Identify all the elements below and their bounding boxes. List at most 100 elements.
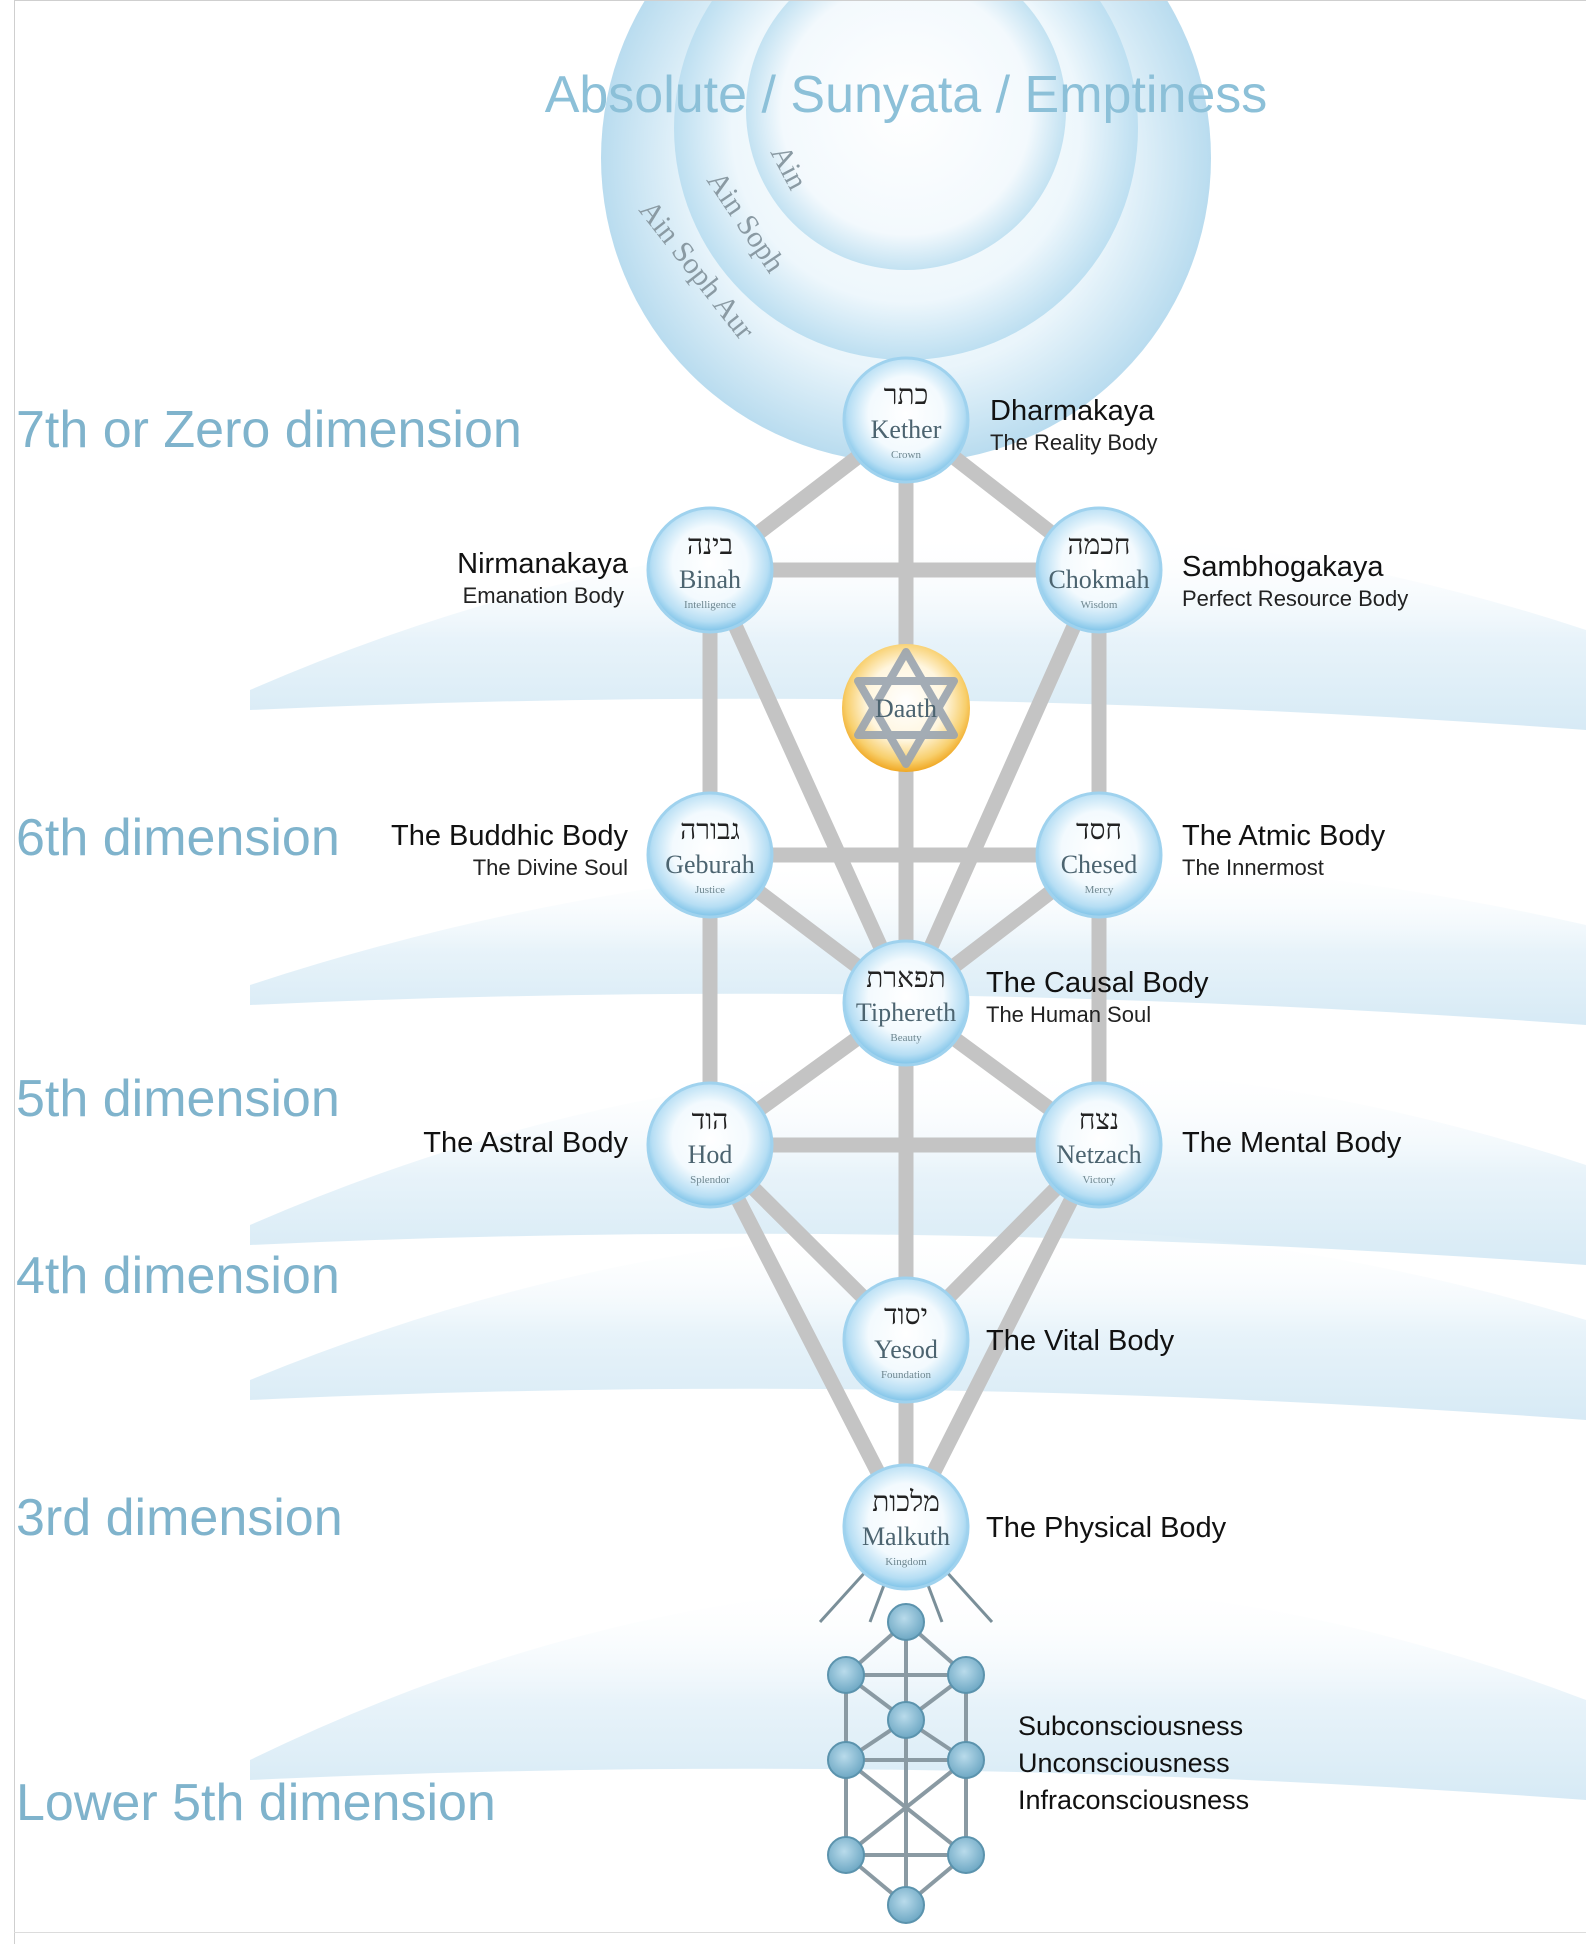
chesed-name: Chesed [1061, 850, 1138, 879]
dimension-label-3rd: 3rd dimension [16, 1489, 343, 1547]
sephiroth-paths [702, 412, 1107, 1535]
chokmah-body: Sambhogakaya [1182, 551, 1384, 583]
chokmah-name: Chokmah [1048, 565, 1149, 594]
chesed-body: The Atmic Body [1182, 820, 1386, 852]
tiphereth-meaning: Beauty [890, 1032, 922, 1044]
frame-left-border [14, 0, 15, 1944]
geburah-body-sub: The Divine Soul [473, 855, 628, 880]
geburah-meaning: Justice [695, 884, 725, 896]
chesed-meaning: Mercy [1085, 884, 1114, 896]
path-binah-tiphereth [702, 562, 914, 1011]
binah-hebrew: בינה [687, 528, 733, 561]
binah-body: Nirmanakaya [457, 548, 629, 580]
chokmah-hebrew: חכמה [1068, 528, 1131, 561]
sephira-daath: Daath [842, 644, 970, 772]
dimension-label-lower-5th: Lower 5th dimension [16, 1774, 496, 1832]
lower-node-7 [947, 1836, 985, 1874]
lower-level-infraconsciousness: Infraconsciousness [1018, 1785, 1249, 1815]
geburah-body: The Buddhic Body [391, 820, 628, 852]
yesod-body: The Vital Body [986, 1325, 1175, 1357]
malkuth-body: The Physical Body [986, 1512, 1227, 1544]
lower-level-unconsciousness: Unconsciousness [1018, 1748, 1230, 1778]
hod-sphere [646, 1081, 774, 1209]
daath-name: Daath [875, 694, 937, 723]
body-labels: Dharmakaya The Reality Body Nirmanakaya … [391, 395, 1408, 1544]
chokmah-sphere [1035, 506, 1163, 634]
malkuth-meaning: Kingdom [885, 1556, 927, 1568]
hod-body: The Astral Body [423, 1127, 628, 1159]
binah-meaning: Intelligence [684, 599, 736, 611]
lower-node-3 [887, 1701, 925, 1739]
lower-level-subconsciousness: Subconsciousness [1018, 1711, 1243, 1741]
geburah-sphere [646, 791, 774, 919]
lower-node-2 [947, 1656, 985, 1694]
yesod-meaning: Foundation [881, 1369, 932, 1381]
yesod-hebrew: יסוד [884, 1298, 928, 1331]
kether-hebrew: כתר [884, 378, 929, 411]
tiphereth-body-sub: The Human Soul [986, 1002, 1151, 1027]
netzach-meaning: Victory [1083, 1174, 1116, 1186]
daath-sphere [842, 644, 970, 772]
lower-node-6 [827, 1836, 865, 1874]
netzach-name: Netzach [1056, 1140, 1141, 1169]
binah-sphere [646, 506, 774, 634]
kether-meaning: Crown [891, 449, 921, 461]
malkuth-sphere [842, 1463, 970, 1591]
binah-name: Binah [679, 565, 741, 594]
path-hod-malkuth [702, 1137, 914, 1535]
yesod-name: Yesod [874, 1335, 938, 1364]
dimension-label-6th: 6th dimension [16, 809, 340, 867]
veil-ain-ring [746, 0, 1066, 270]
hod-meaning: Splendor [690, 1174, 730, 1186]
yesod-sphere [842, 1276, 970, 1404]
hod-name: Hod [688, 1140, 733, 1169]
netzach-hebrew: נצח [1079, 1103, 1119, 1136]
chesed-sphere [1035, 791, 1163, 919]
lower-levels: Subconsciousness Unconsciousness Infraco… [1018, 1711, 1249, 1815]
kether-name: Kether [871, 415, 942, 444]
path-chokmah-tiphereth [898, 562, 1107, 1011]
kether-body-sub: The Reality Body [990, 430, 1158, 455]
netzach-sphere [1035, 1081, 1163, 1209]
lower-node-8 [887, 1886, 925, 1924]
path-netzach-malkuth [898, 1137, 1107, 1535]
malkuth-hebrew: מלכות [872, 1485, 940, 1518]
title: Absolute / Sunyata / Emptiness [545, 66, 1268, 124]
chokmah-meaning: Wisdom [1081, 599, 1118, 611]
netzach-body: The Mental Body [1182, 1127, 1402, 1159]
geburah-name: Geburah [665, 850, 755, 879]
lower-node-5 [947, 1741, 985, 1779]
chesed-hebrew: חסד [1076, 813, 1122, 846]
frame-bottom-border [14, 1932, 1586, 1933]
chokmah-body-sub: Perfect Resource Body [1182, 586, 1408, 611]
veils-of-negative-existence [601, 0, 1211, 463]
dimension-label-4th: 4th dimension [16, 1247, 340, 1305]
dimension-band-4 [250, 1583, 1586, 1800]
binah-body-sub: Emanation Body [463, 583, 624, 608]
tiphereth-sphere [842, 939, 970, 1067]
dimension-band-2 [250, 1065, 1586, 1265]
kether-sphere [842, 356, 970, 484]
chesed-body-sub: The Innermost [1182, 855, 1324, 880]
dimension-label-7th: 7th or Zero dimension [16, 401, 522, 459]
star-of-david-icon [854, 648, 958, 768]
tiphereth-name: Tiphereth [856, 998, 956, 1027]
kether-body: Dharmakaya [990, 395, 1155, 427]
lower-node-4 [827, 1741, 865, 1779]
tiphereth-body: The Causal Body [986, 967, 1209, 999]
dimension-label-5th: 5th dimension [16, 1070, 340, 1128]
malkuth-name: Malkuth [862, 1522, 950, 1551]
